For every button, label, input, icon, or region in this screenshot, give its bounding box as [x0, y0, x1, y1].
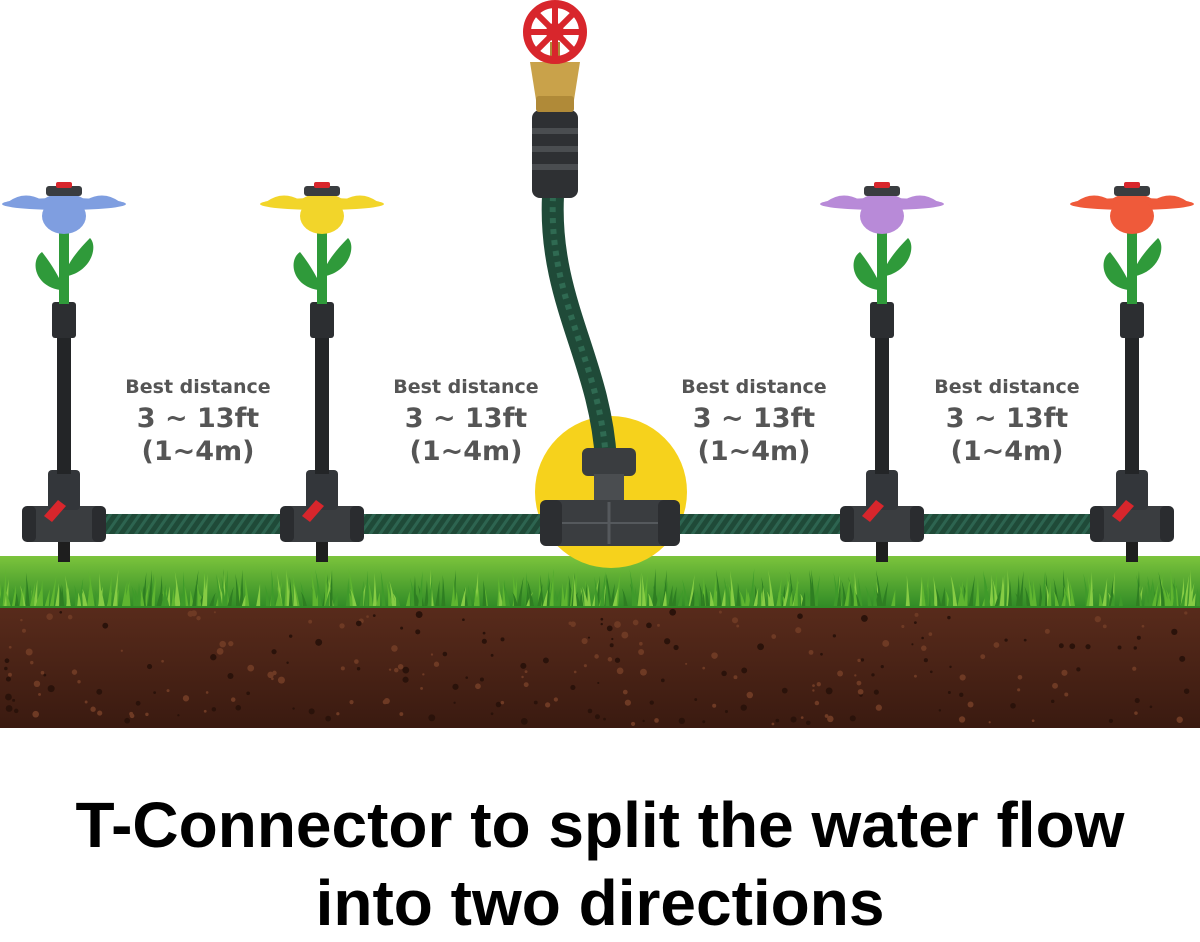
distance-feet: 3 ~ 13ft [404, 403, 528, 434]
caption-line-1: T-Connector to split the water flow [75, 789, 1125, 861]
distance-feet: 3 ~ 13ft [692, 403, 816, 434]
blue-flower-sprinkler-icon [2, 182, 126, 562]
valve-handle-icon [523, 0, 587, 64]
soil-texture [4, 608, 1190, 726]
distance-meters: (1~4m) [409, 436, 523, 467]
distance-meters: (1~4m) [950, 436, 1064, 467]
t-connector-icon [540, 448, 680, 546]
distance-title: Best distance [934, 376, 1080, 398]
distance-label-2: Best distance 3 ~ 13ft (1~4m) [356, 376, 576, 468]
distance-label-4: Best distance 3 ~ 13ft (1~4m) [897, 376, 1117, 468]
feed-hose-stripe [549, 195, 609, 461]
distance-feet: 3 ~ 13ft [136, 403, 260, 434]
distance-label-1: Best distance 3 ~ 13ft (1~4m) [88, 376, 308, 468]
distance-title: Best distance [681, 376, 827, 398]
yellow-flower-sprinkler-icon [260, 182, 384, 562]
distance-meters: (1~4m) [697, 436, 811, 467]
grass-blades [0, 568, 1200, 606]
distance-feet: 3 ~ 13ft [945, 403, 1069, 434]
distance-title: Best distance [125, 376, 271, 398]
distance-title: Best distance [393, 376, 539, 398]
purple-flower-sprinkler-icon [820, 182, 944, 562]
soil [0, 600, 1200, 728]
distance-label-3: Best distance 3 ~ 13ft (1~4m) [644, 376, 864, 468]
caption-line-2: into two directions [315, 867, 885, 939]
distance-meters: (1~4m) [141, 436, 255, 467]
faucet [523, 0, 587, 198]
red-flower-sprinkler-icon [1070, 182, 1194, 562]
irrigation-diagram [0, 0, 1200, 728]
caption: T-Connector to split the water flow into… [0, 786, 1200, 942]
